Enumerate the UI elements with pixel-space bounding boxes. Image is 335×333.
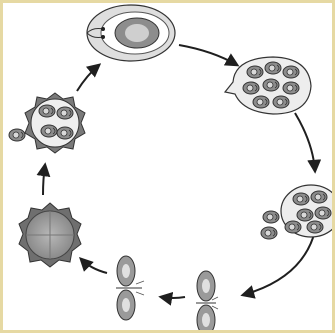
stage-spiked-body-releasing <box>9 93 85 153</box>
life-cycle-diagram <box>3 3 332 330</box>
arrow-3 <box>243 231 315 295</box>
arrow-7 <box>77 65 99 91</box>
stage-spiked-cyst <box>19 203 81 267</box>
stage-dividing-pair-left <box>116 256 144 320</box>
arrow-5 <box>81 259 107 273</box>
stage-sac-releasing <box>261 185 332 239</box>
stage-dividing-pair-right <box>196 271 218 330</box>
stage-sac-many-cells <box>225 57 311 114</box>
arrow-4 <box>161 297 185 298</box>
arrow-6 <box>43 165 45 195</box>
arrow-1 <box>179 45 237 65</box>
arrow-2 <box>295 113 315 171</box>
stage-single-cell <box>87 5 175 61</box>
diagram-canvas <box>3 3 332 330</box>
